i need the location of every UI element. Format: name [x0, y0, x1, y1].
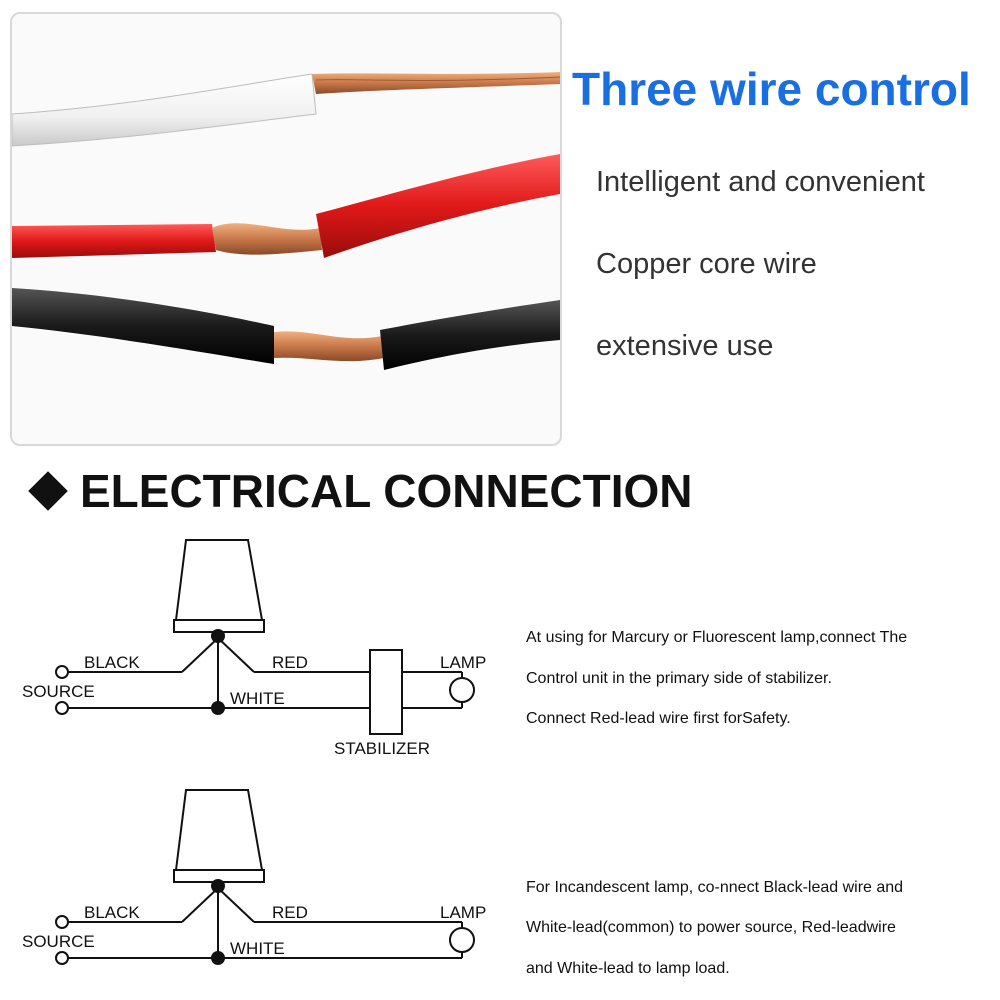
photocell-sensor-icon: [174, 539, 264, 621]
label-red: RED: [272, 653, 308, 672]
lamp-icon: [449, 927, 475, 953]
wiring-diagram-incandescent: BLACK SOURCE RED WHITE LAMP: [22, 789, 486, 965]
label-white: WHITE: [230, 689, 285, 708]
section-title: ELECTRICAL CONNECTION: [28, 464, 693, 518]
label-source: SOURCE: [22, 682, 95, 701]
white-wire-copper: [312, 72, 560, 94]
label-stabilizer: STABILIZER: [334, 739, 430, 758]
label-lamp: LAMP: [440, 653, 486, 672]
red-wire-copper: [212, 223, 322, 255]
terminal-icon: [55, 701, 69, 715]
red-wire-right: [316, 154, 560, 258]
black-wire-right: [380, 300, 560, 370]
wiring-diagram-stabilizer: BLACK SOURCE RED WHITE LAMP STABILIZER: [22, 539, 486, 758]
wire-photo-illustration: [12, 72, 560, 370]
label-lamp: LAMP: [440, 903, 486, 922]
label-source: SOURCE: [22, 932, 95, 951]
terminal-icon: [55, 665, 69, 679]
label-black: BLACK: [84, 903, 140, 922]
terminal-icon: [55, 915, 69, 929]
red-wire: [12, 224, 216, 258]
note-text: For Incandescent lamp, co-nnect Black-le…: [526, 879, 904, 896]
label-black: BLACK: [84, 653, 140, 672]
black-wire: [12, 288, 274, 364]
black-wire-copper: [274, 331, 384, 362]
label-white: WHITE: [230, 939, 285, 958]
note-text: and White-lead to lamp load.: [526, 960, 730, 977]
stabilizer-box: [369, 649, 403, 735]
feature-text: extensive use: [596, 330, 774, 362]
note-text: Control unit in the primary side of stab…: [526, 670, 832, 687]
label-red: RED: [272, 903, 308, 922]
headline: Three wire control: [572, 63, 971, 115]
white-wire: [12, 73, 317, 147]
note-text: White-lead(common) to power source, Red-…: [526, 919, 896, 936]
diamond-icon: [28, 471, 68, 511]
section-title-text: ELECTRICAL CONNECTION: [80, 465, 693, 517]
terminal-icon: [55, 951, 69, 965]
junction-dot-icon: [211, 879, 225, 893]
lamp-icon: [449, 677, 475, 703]
junction-dot-icon: [211, 951, 225, 965]
note-text: At using for Marcury or Fluorescent lamp…: [526, 629, 908, 646]
feature-text: Copper core wire: [596, 248, 817, 280]
photocell-sensor-icon: [174, 789, 264, 871]
feature-text: Intelligent and convenient: [596, 166, 925, 198]
junction-dot-icon: [211, 629, 225, 643]
note-text: Connect Red-lead wire first forSafety.: [526, 710, 791, 727]
wire-photo: [10, 12, 562, 446]
junction-dot-icon: [211, 701, 225, 715]
